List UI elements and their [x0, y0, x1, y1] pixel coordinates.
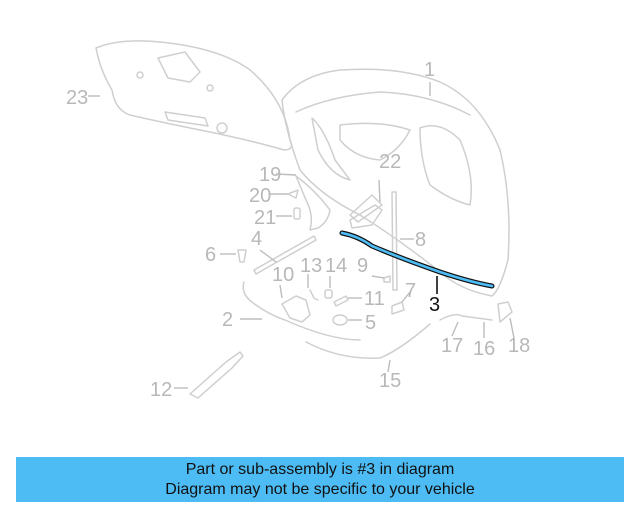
part-13[interactable] [309, 289, 319, 301]
part-23-insulator[interactable] [95, 40, 293, 151]
part-22-bracket[interactable] [349, 204, 383, 229]
callout-2[interactable]: 2 [222, 309, 233, 331]
callout-7[interactable]: 7 [405, 280, 416, 302]
part-14[interactable] [324, 289, 333, 299]
part-20-bolt[interactable] [287, 189, 299, 199]
callout-6[interactable]: 6 [205, 244, 216, 266]
part-9[interactable] [383, 275, 391, 283]
part-5[interactable] [332, 314, 348, 326]
callout-8[interactable]: 8 [415, 229, 426, 251]
part-6-clip[interactable] [237, 249, 247, 263]
part-11[interactable] [333, 295, 349, 307]
part-19-hinge[interactable] [295, 175, 331, 231]
callout-15[interactable]: 15 [379, 370, 401, 392]
callout-21[interactable]: 21 [254, 207, 276, 229]
parts-diagram: 1 2 3 4 5 6 7 8 9 10 11 12 13 14 15 16 1… [66, 40, 530, 401]
part-8-support-rod[interactable] [391, 191, 398, 291]
callout-14[interactable]: 14 [325, 255, 347, 277]
callout-labels: 1 2 3 4 5 6 7 8 9 10 11 12 13 14 15 16 1… [66, 59, 530, 401]
leader-lines [88, 82, 515, 389]
part-17-cable-end[interactable] [439, 313, 463, 321]
part-info-banner: Part or sub-assembly is #3 in diagram Di… [16, 457, 624, 502]
part-21-bolt[interactable] [293, 207, 301, 220]
callout-22[interactable]: 22 [379, 151, 401, 173]
part-18-handle[interactable] [497, 301, 513, 323]
callout-17[interactable]: 17 [441, 335, 463, 357]
part-16-cable[interactable] [461, 315, 493, 321]
callout-12[interactable]: 12 [150, 379, 172, 401]
part-1-hood[interactable] [281, 68, 510, 297]
callout-3-highlighted[interactable]: 3 [429, 294, 440, 316]
callout-11[interactable]: 11 [364, 288, 385, 310]
banner-line-disclaimer: Diagram may not be specific to your vehi… [165, 481, 475, 498]
part-3-weatherstrip-highlighted[interactable] [339, 230, 495, 289]
part-4-seal[interactable] [253, 235, 317, 275]
part-12-handle[interactable] [189, 351, 244, 399]
callout-1[interactable]: 1 [424, 59, 435, 81]
part-10-latch[interactable] [281, 295, 311, 323]
callout-20[interactable]: 20 [249, 185, 271, 207]
callout-13[interactable]: 13 [300, 255, 322, 277]
callout-10[interactable]: 10 [272, 264, 294, 286]
part-2-seal[interactable] [242, 281, 361, 341]
callout-18[interactable]: 18 [508, 335, 530, 357]
callout-4[interactable]: 4 [251, 228, 262, 250]
callout-23[interactable]: 23 [66, 87, 88, 109]
part-15-cable[interactable] [305, 323, 431, 359]
callout-19[interactable]: 19 [259, 164, 281, 186]
callout-5[interactable]: 5 [365, 312, 376, 334]
callout-9[interactable]: 9 [357, 255, 368, 277]
banner-line-part-number: Part or sub-assembly is #3 in diagram [185, 461, 455, 478]
part-7[interactable] [391, 301, 405, 315]
callout-16[interactable]: 16 [473, 338, 495, 360]
